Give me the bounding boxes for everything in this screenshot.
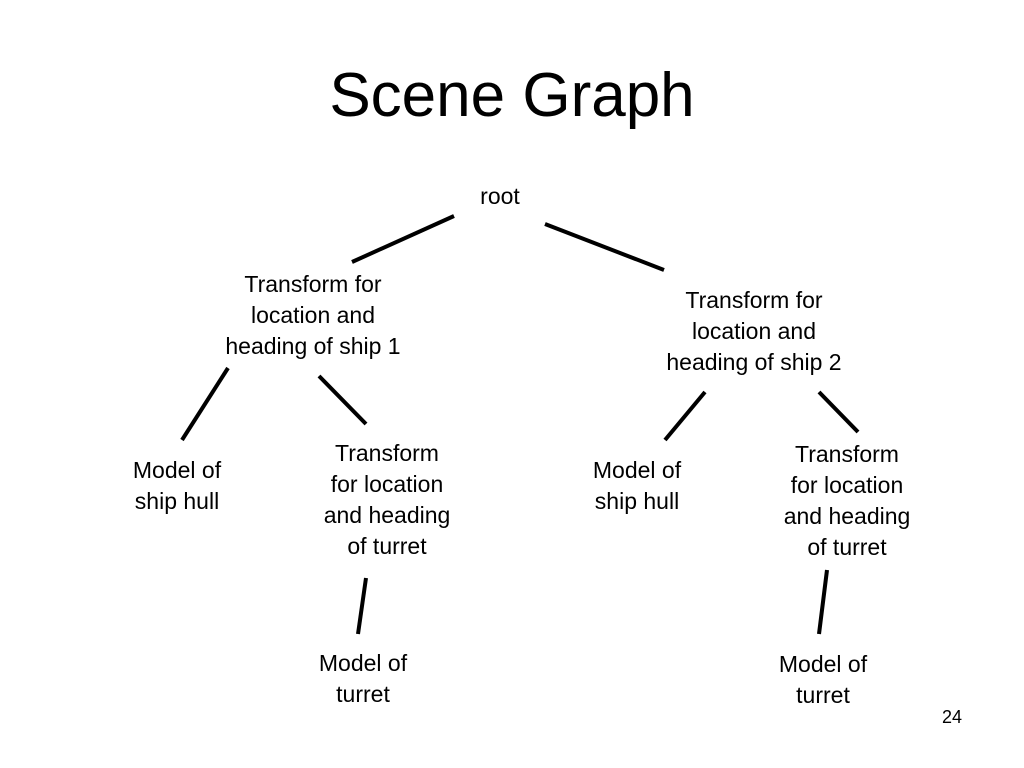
node-line: location and: [691, 318, 817, 344]
node-line: for location: [330, 471, 444, 497]
ship2-turret-transform-node: Transform for location and heading of tu…: [762, 439, 932, 563]
edge-root-to-ship1-transform: [351, 214, 455, 264]
edge-ship1-transform-to-hull: [180, 366, 230, 442]
node-line: Transform: [795, 441, 899, 467]
root-node: root: [440, 181, 560, 212]
node-line: Transform for: [244, 271, 382, 297]
node-line: Model of: [778, 651, 868, 677]
node-line: Model of: [318, 650, 408, 676]
node-line: for location: [790, 472, 904, 498]
node-line: location and: [250, 302, 376, 328]
node-line: turret: [336, 681, 390, 707]
node-line: heading of ship 1: [225, 333, 401, 359]
node-line: of turret: [807, 534, 887, 560]
node-line: Transform: [335, 440, 439, 466]
edge-ship1-transform-to-turret-transform: [317, 374, 368, 426]
node-line: ship hull: [594, 488, 680, 514]
node-line: ship hull: [134, 488, 220, 514]
ship2-transform-node: Transform for location and heading of sh…: [634, 285, 874, 378]
slide-title: Scene Graph: [329, 61, 695, 130]
node-line: Model of: [132, 457, 222, 483]
node-line: Transform for: [685, 287, 823, 313]
ship1-turret-transform-node: Transform for location and heading of tu…: [302, 438, 472, 562]
node-line: Model of: [592, 457, 682, 483]
edge-ship2-turret-transform-to-turret-model: [817, 569, 829, 635]
edge-ship2-transform-to-turret-transform: [817, 390, 860, 434]
edge-root-to-ship2-transform: [544, 222, 665, 272]
ship2-turret-model-node: Model of turret: [748, 649, 898, 711]
node-line: and heading: [783, 503, 911, 529]
ship1-transform-node: Transform for location and heading of sh…: [193, 269, 433, 362]
ship1-turret-model-node: Model of turret: [288, 648, 438, 710]
node-line: and heading: [323, 502, 451, 528]
ship2-hull-model-node: Model of ship hull: [562, 455, 712, 517]
node-line: of turret: [347, 533, 427, 559]
ship1-hull-model-node: Model of ship hull: [102, 455, 252, 517]
node-line: heading of ship 2: [666, 349, 842, 375]
edge-ship1-turret-transform-to-turret-model: [356, 577, 368, 635]
edge-ship2-transform-to-hull: [663, 390, 707, 442]
slide-page-number: 24: [941, 707, 963, 727]
node-line: root: [480, 183, 520, 209]
node-line: turret: [796, 682, 850, 708]
